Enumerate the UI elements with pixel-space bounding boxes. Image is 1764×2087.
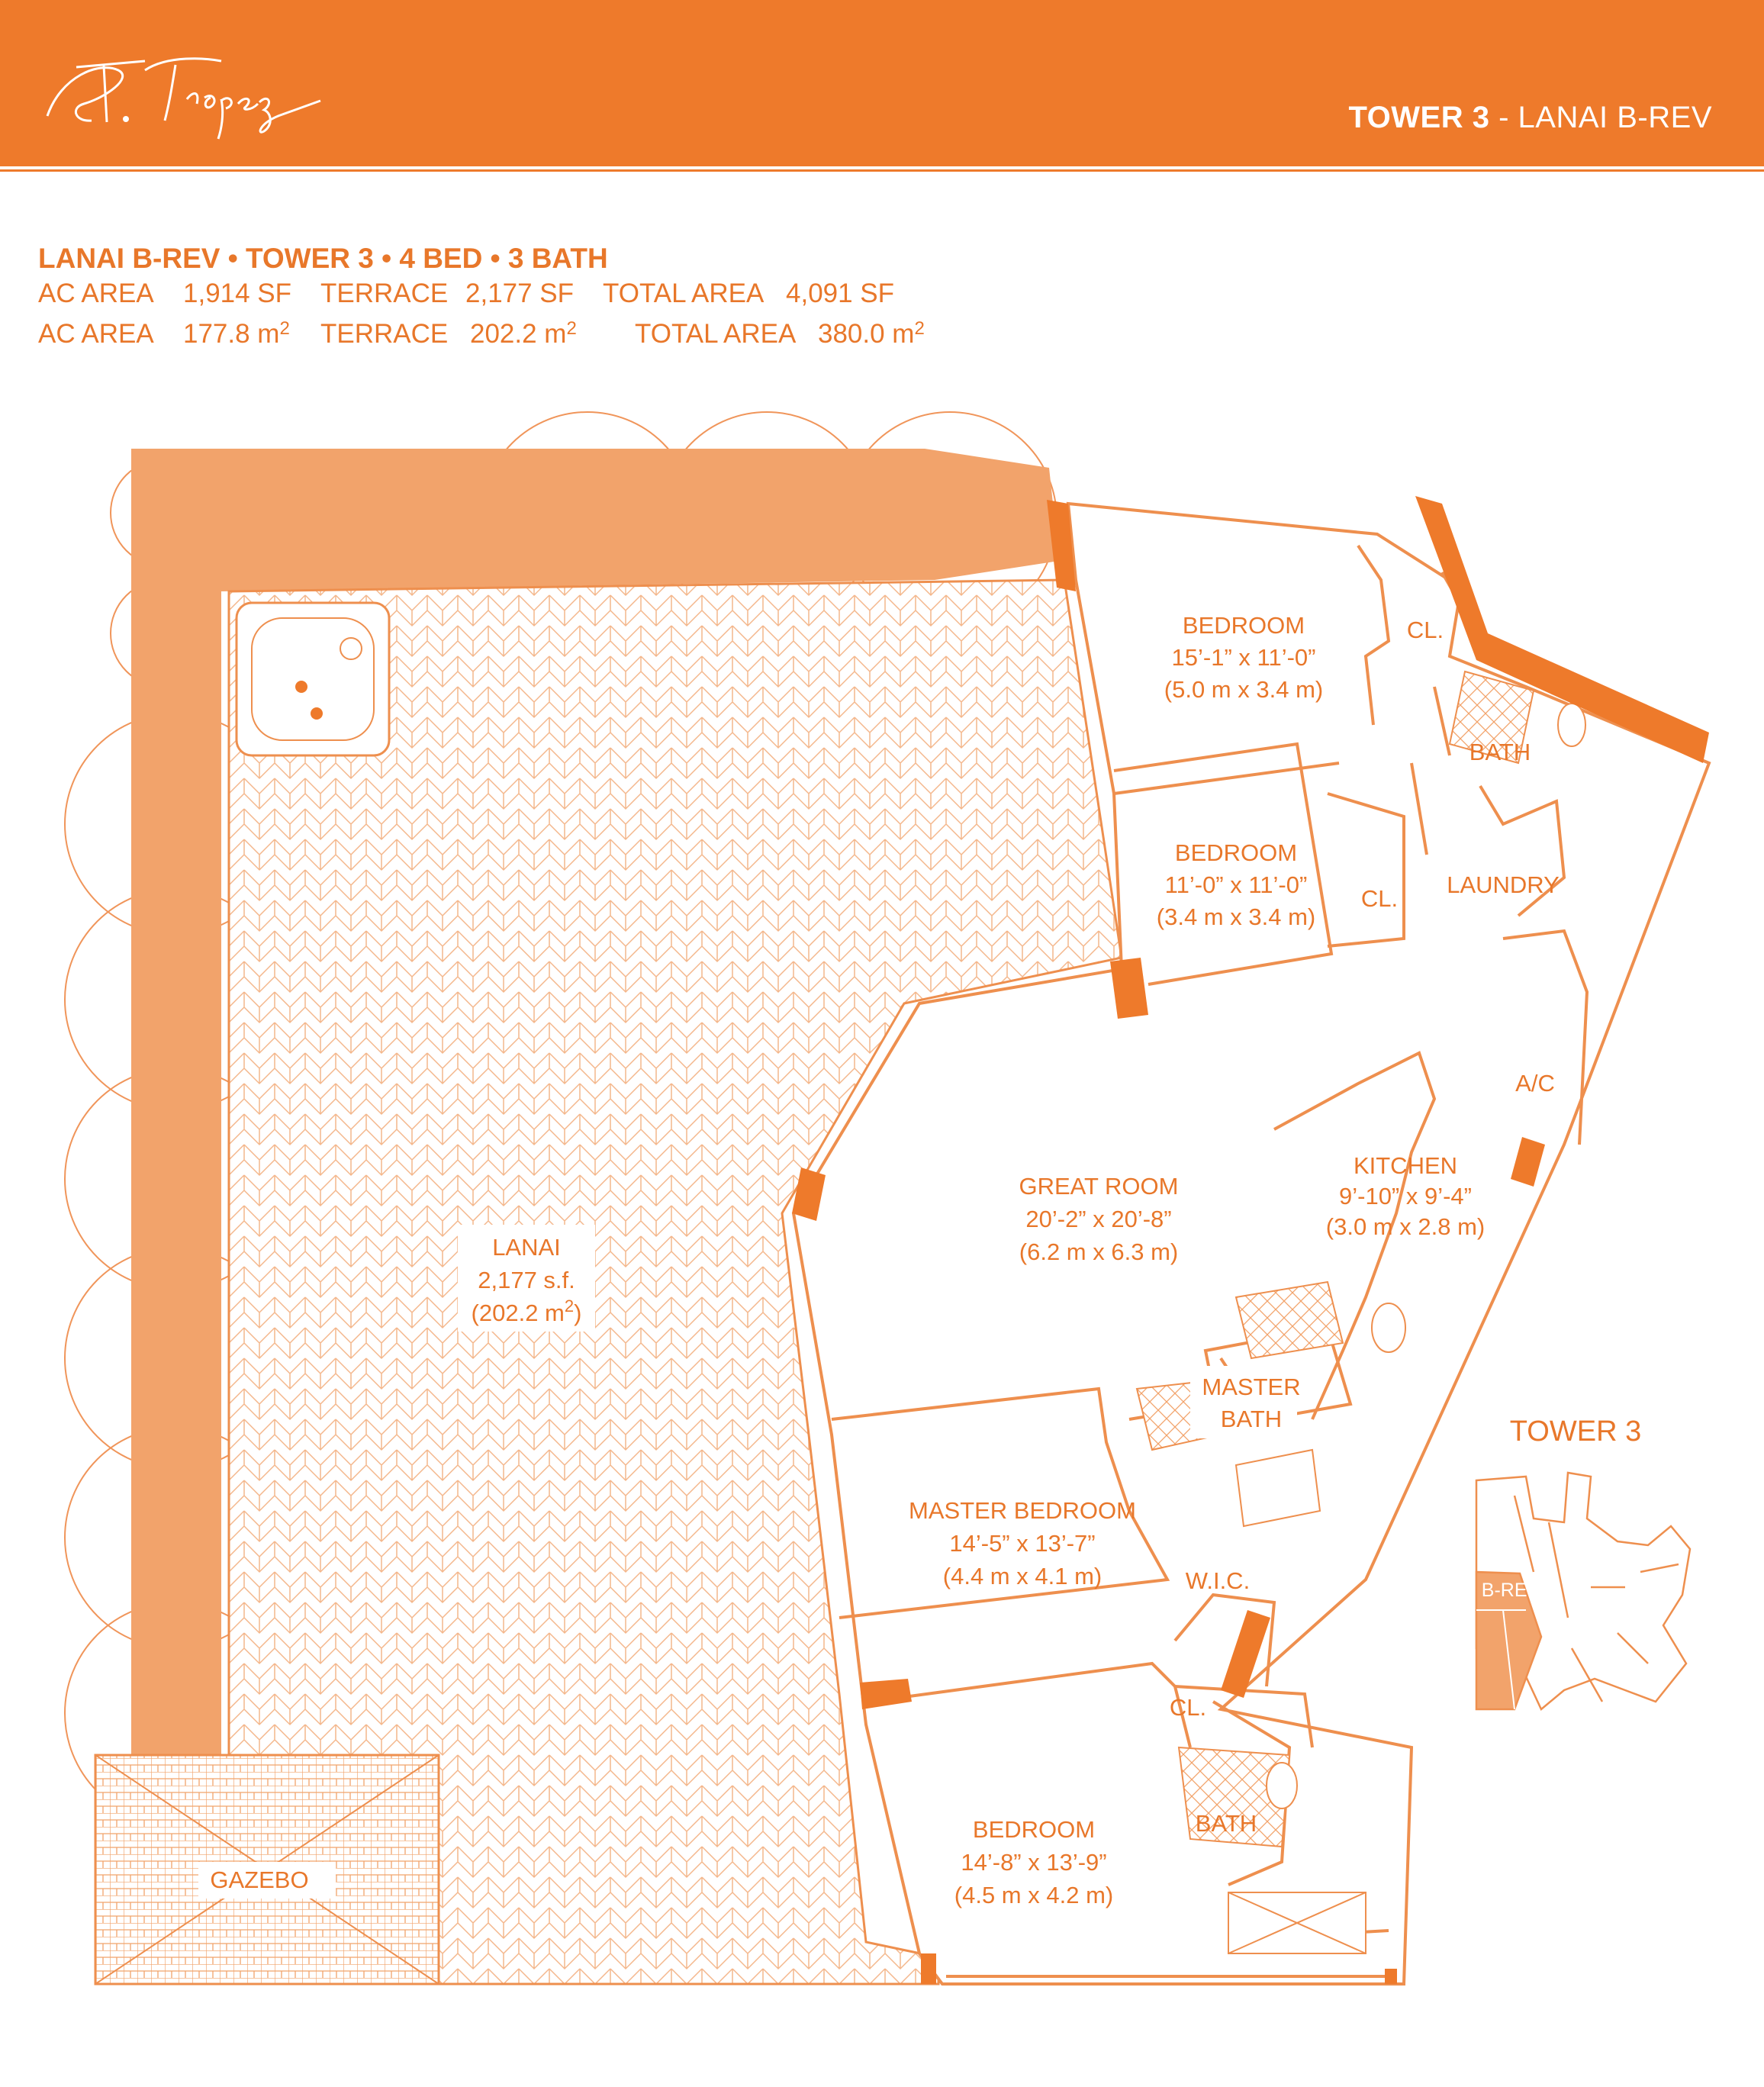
spa-tub [235,601,391,757]
ac-area-value: 1,914 SF [183,279,292,308]
lanai-metric-sup: 2 [565,1296,574,1316]
interior-footprint [791,501,1711,1986]
st-tropez-logo [46,57,321,140]
kitchen-metric: (3.0 m x 2.8 m) [1326,1213,1485,1240]
tower-name: TOWER 3 [1348,101,1490,134]
key-plan-unit-label: B-REV [1482,1580,1540,1601]
key-plan-title: TOWER 3 [1510,1415,1641,1448]
specs-imperial: AC AREA 1,914 SF TERRACE 2,177 SF TOTAL AREA… [38,276,925,311]
ac-area-m-cell: 177.8 m2 [183,311,320,352]
terrace-m-value: 202.2 m [470,319,567,349]
bedroom-2-metric: (3.4 m x 3.4 m) [1157,903,1315,930]
gazebo-label: GAZEBO [210,1866,308,1893]
wic-label: W.I.C. [1186,1567,1250,1594]
bath-tiles [1135,670,1586,1954]
bedroom-2-dim: 11’-0” x 11’-0” [1165,871,1308,898]
total-area-m-value: 380.0 m [818,319,915,349]
master-bath-label-1: MASTER [1202,1374,1300,1400]
great-room-metric: (6.2 m x 6.3 m) [1019,1238,1178,1265]
structural-columns [792,496,1709,1984]
ac-area-label: AC AREA [38,279,154,308]
great-room-name: GREAT ROOM [1019,1173,1179,1200]
closet-1-label: CL. [1407,617,1444,643]
lanai-metric-close: ) [574,1300,581,1326]
closet-2-label: CL. [1361,885,1398,912]
master-bath-label-bg [1190,1366,1297,1438]
unit-title: LANAI B-REV • TOWER 3 • 4 BED • 3 BATH [38,243,608,274]
unit-name: LANAI B-REV [1518,101,1712,134]
total-area-value: 4,091 SF [786,279,895,308]
master-bedroom-dim: 14’-5” x 13’-7” [949,1530,1095,1557]
bath-2-label: BATH [1196,1810,1257,1837]
bath-1-label: BATH [1469,739,1531,765]
ac-area-m-value: 177.8 m [183,319,280,349]
terrace-value: 2,177 SF [465,279,575,308]
bedroom-ne-metric: (5.0 m x 3.4 m) [1164,676,1323,703]
ac-area-m-sup: 2 [279,318,290,339]
terrace-m-label: TERRACE [320,319,449,349]
lanai-name: LANAI [492,1234,561,1261]
master-bath-label-2: BATH [1221,1406,1282,1432]
ac-label: A/C [1515,1070,1555,1097]
bedroom-2-name: BEDROOM [1175,839,1297,866]
lanai-metric: (202.2 m2) [472,1296,582,1327]
terrace-m-cell: 202.2 m2 [470,311,635,352]
total-area-label: TOTAL AREA [603,279,765,308]
lanai-area: 2,177 s.f. [478,1267,575,1293]
closet-3-label: CL. [1170,1694,1206,1721]
key-plan-unit-highlight [1475,1570,1543,1711]
gazebo [94,1754,440,1986]
total-area-m-label: TOTAL AREA [635,319,797,349]
header-bar: TOWER 3 - LANAI B-REV [0,0,1764,166]
unit-specs: LANAI B-REV • TOWER 3 • 4 BED • 3 BATH A… [38,241,925,352]
lanai-terrace [227,578,1123,1986]
kitchen-name: KITCHEN [1354,1152,1457,1179]
bedroom-ne-dim: 15’-1” x 11’-0” [1172,644,1316,671]
great-room-dim: 20’-2” x 20’-8” [1025,1206,1171,1232]
master-bedroom-metric: (4.4 m x 4.1 m) [943,1563,1102,1589]
master-bedroom-name: MASTER BEDROOM [909,1497,1136,1524]
room-labels: BEDROOM 15’-1” x 11’-0” (5.0 m x 3.4 m) … [210,612,1559,1908]
laundry-label: LAUNDRY [1447,871,1560,898]
total-area-m-sup: 2 [914,318,925,339]
kitchen-dim: 9’-10” x 9’-4” [1339,1183,1472,1209]
header-rule [0,169,1764,172]
lanai-label-bg [458,1225,595,1332]
bedroom-s-dim: 14’-8” x 13’-9” [961,1849,1106,1876]
terrace-label: TERRACE [320,279,449,308]
bedroom-ne-name: BEDROOM [1183,612,1305,639]
ac-area-m-label: AC AREA [38,319,154,349]
tower-unit-title: TOWER 3 - LANAI B-REV [1348,101,1712,134]
key-plan: TOWER 3 B-REV [1475,1415,1692,1711]
bedroom-s-name: BEDROOM [973,1816,1095,1843]
total-area-m-cell: 380.0 m2 [818,311,925,352]
planter-border [131,449,1059,1759]
bedroom-s-metric: (4.5 m x 4.2 m) [954,1882,1113,1908]
lanai-metric-value: (202.2 m [472,1300,565,1326]
terrace-m-sup: 2 [566,318,577,339]
